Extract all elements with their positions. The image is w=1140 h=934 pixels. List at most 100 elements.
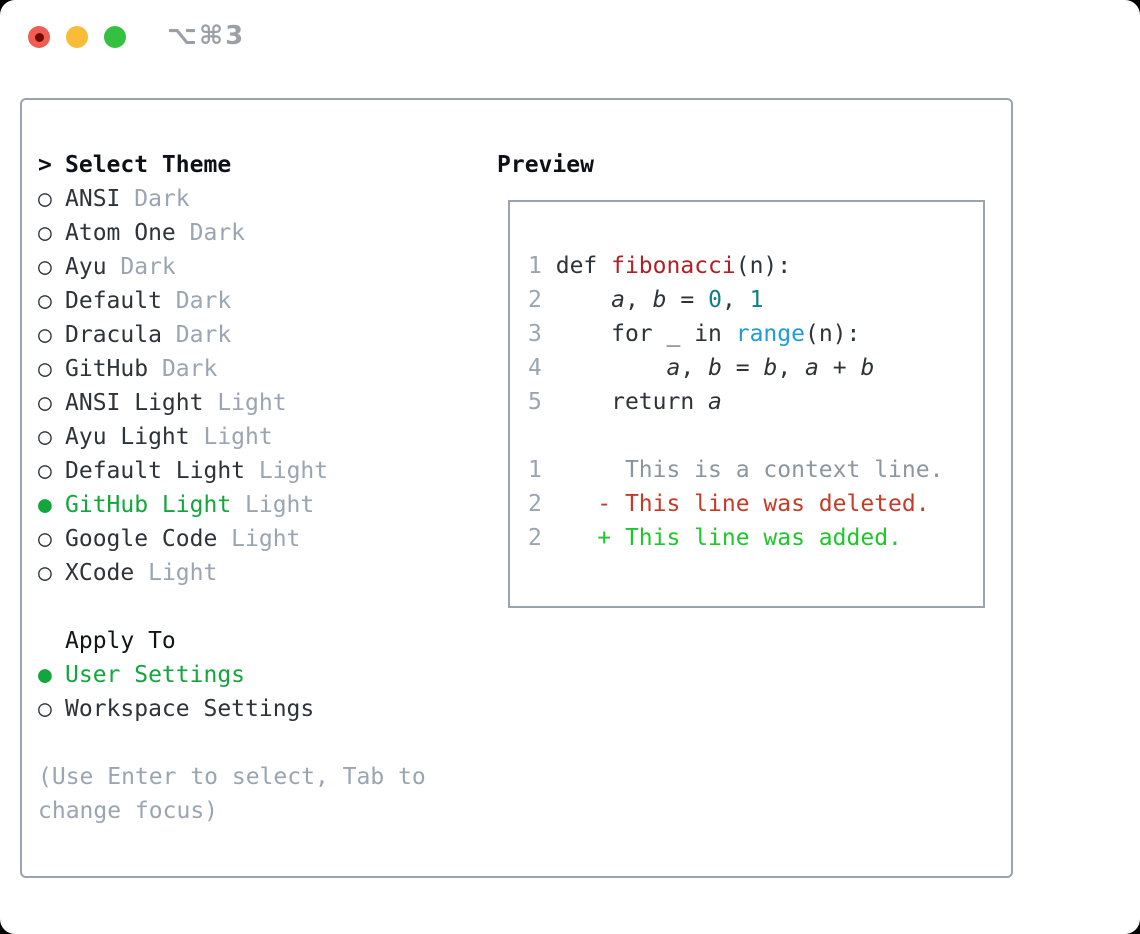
code-token-code: , [624, 287, 653, 313]
diff-text: + This line was added. [541, 525, 902, 551]
diff-line-added: 2 + This line was added. [528, 521, 943, 555]
radio-icon: ○ [38, 186, 52, 212]
theme-variant-tag: Light [231, 526, 301, 552]
theme-variant-tag: Dark [175, 322, 232, 348]
zoom-button[interactable] [104, 26, 126, 48]
code-token-code: + [818, 355, 861, 381]
code-token-variable: a [611, 287, 625, 313]
theme-option-label: Dracula [65, 322, 176, 348]
theme-option[interactable]: ○ Dracula Dark [38, 318, 328, 352]
code-token-code: return [555, 389, 709, 415]
theme-option[interactable]: ○Ayu Light Light [38, 420, 328, 454]
code-token-code: = [721, 355, 764, 381]
apply-to-option[interactable]: ○Workspace Settings [38, 692, 314, 726]
code-token-code: for _ in [555, 321, 736, 347]
code-token-code: (n): [804, 321, 861, 347]
apply-to-section: Apply To ●User Settings○Workspace Settin… [38, 624, 314, 726]
radio-icon: ○ [38, 288, 52, 314]
code-token-variable: b [763, 355, 778, 381]
code-line: 2 a, b = 0, 1 [528, 283, 943, 317]
radio-selected-icon: ● [38, 662, 52, 688]
line-number: 2 [528, 525, 542, 551]
theme-variant-tag: Light [203, 424, 273, 450]
radio-icon: ○ [38, 526, 52, 552]
radio-icon: ○ [38, 322, 52, 348]
theme-option-label: ANSI Light [65, 390, 218, 416]
line-number: 1 [528, 457, 542, 483]
theme-option-label: XCode [65, 560, 149, 586]
radio-icon: ○ [38, 560, 52, 586]
theme-option[interactable]: ○ Ayu Dark [38, 250, 328, 284]
theme-variant-tag: Dark [134, 186, 190, 212]
line-number: 2 [528, 491, 542, 517]
code-token-variable: a [708, 389, 722, 415]
minimize-button[interactable] [66, 26, 88, 48]
theme-option[interactable]: ○ XCode Light [38, 556, 328, 590]
theme-list-header: >Select Theme [38, 148, 328, 182]
window-shortcut-label: ⌥⌘3 [167, 21, 246, 51]
theme-option[interactable]: ○ANSI Light Light [38, 386, 328, 420]
diff-text: This is a context line. [541, 457, 944, 483]
theme-list: >Select Theme ○ANSI Dark○Atom One Dark○A… [38, 148, 328, 590]
apply-to-option[interactable]: ●User Settings [38, 658, 314, 692]
diff-line-deleted: 2 - This line was deleted. [528, 487, 943, 521]
theme-option[interactable]: ○Default Light Light [38, 454, 328, 488]
code-token-code: def [555, 253, 612, 279]
radio-icon: ○ [38, 458, 52, 484]
code-line: 4 a, b = b, a + b [528, 351, 943, 385]
radio-icon: ○ [38, 220, 52, 246]
code-token-code: , [680, 355, 709, 381]
theme-variant-tag: Dark [175, 288, 232, 314]
diff-text: - This line was deleted. [541, 491, 930, 517]
code-line: 1 def fibonacci(n): [528, 249, 943, 283]
blank-line [528, 419, 943, 453]
code-token-builtin: range [735, 321, 805, 347]
apply-to-title: Apply To [65, 628, 176, 654]
code-token-variable: b [708, 355, 722, 381]
theme-option[interactable]: ○GitHub Dark [38, 352, 328, 386]
theme-variant-tag: Light [245, 492, 315, 518]
theme-option-label: Default [65, 288, 176, 314]
radio-icon: ○ [38, 254, 52, 280]
radio-icon: ○ [38, 424, 52, 450]
theme-option-label: GitHub [65, 356, 162, 382]
close-button[interactable] [28, 26, 50, 48]
theme-variant-tag: Light [148, 560, 218, 586]
apply-to-options: ●User Settings○Workspace Settings [38, 658, 314, 726]
radio-icon: ○ [38, 390, 52, 416]
code-token-code: = [666, 287, 709, 313]
theme-option[interactable]: ●GitHub Light Light [38, 488, 328, 522]
theme-option-label: Ayu [65, 254, 121, 280]
theme-option[interactable]: ○ Atom One Dark [38, 216, 328, 250]
theme-variant-tag: Dark [120, 254, 176, 280]
code-token-code: , [777, 355, 806, 381]
traffic-light-group [28, 26, 126, 48]
theme-picker-panel: >Select Theme ○ANSI Dark○Atom One Dark○A… [20, 98, 1013, 878]
theme-option[interactable]: ○ANSI Dark [38, 182, 328, 216]
code-token-function: fibonacci [611, 253, 736, 279]
code-line: 5 return a [528, 385, 943, 419]
theme-option[interactable]: ○ Google Code Light [38, 522, 328, 556]
code-token-variable: a [805, 355, 819, 381]
line-number: 5 [528, 389, 542, 415]
theme-option-label: Atom One [65, 220, 190, 246]
close-dot-icon [34, 32, 44, 42]
line-number: 2 [528, 287, 542, 313]
code-token-code: (n): [735, 253, 792, 279]
code-token-number: 1 [749, 287, 764, 313]
theme-variant-tag: Dark [189, 220, 246, 246]
diff-line-context: 1 This is a context line. [528, 453, 943, 487]
apply-to-option-label: Workspace Settings [65, 696, 315, 722]
code-line: 3 for _ in range(n): [528, 317, 943, 351]
code-token-variable: a [666, 355, 681, 381]
line-number: 3 [528, 321, 542, 347]
code-token-code [556, 355, 667, 381]
preview-title: Preview [497, 152, 594, 178]
theme-option-label: GitHub Light [65, 492, 246, 518]
code-token-number: 0 [708, 287, 722, 313]
theme-option-label: Google Code [65, 526, 232, 552]
theme-option[interactable]: ○ Default Dark [38, 284, 328, 318]
code-token-code [556, 287, 611, 313]
